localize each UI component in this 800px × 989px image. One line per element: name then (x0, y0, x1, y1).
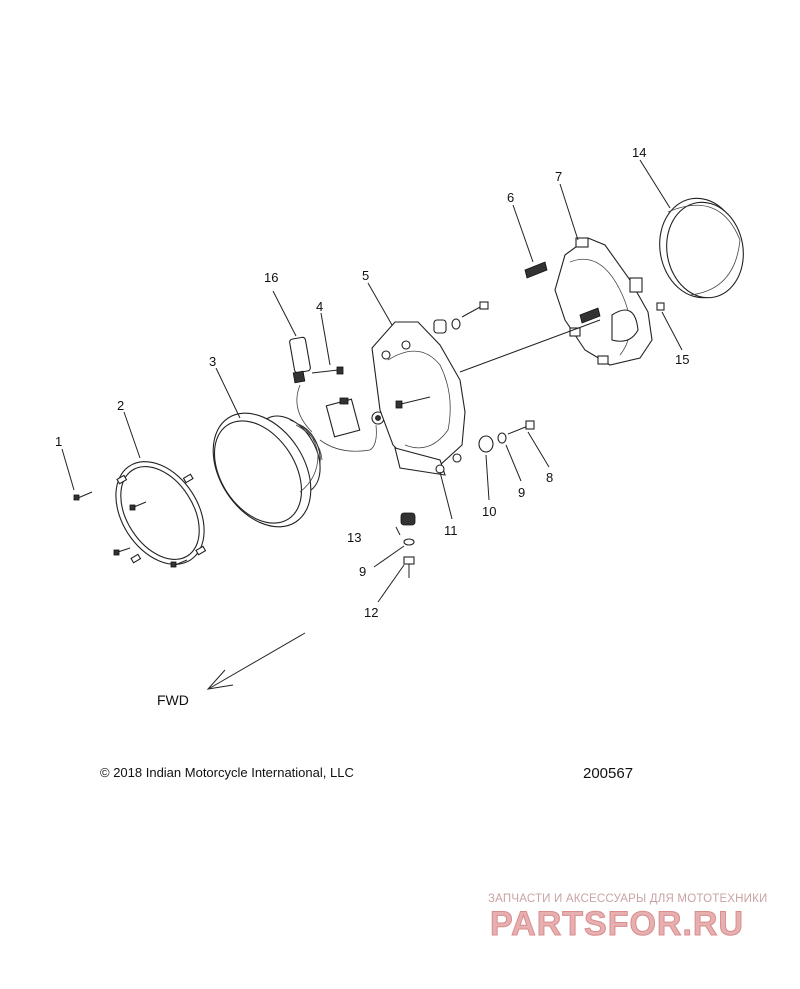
callout-16: 16 (264, 270, 278, 285)
wiring-connector (289, 336, 385, 452)
watermark-logo: PARTSFOR.RU (490, 905, 744, 944)
callout-7: 7 (555, 169, 562, 184)
watermark-tagline: ЗАПЧАСТИ И АКСЕССУАРЫ ДЛЯ МОТОТЕХНИКИ (488, 893, 768, 905)
callout-14: 14 (632, 145, 646, 160)
forward-direction-label: FWD (157, 692, 189, 708)
callout-12: 12 (364, 605, 378, 620)
adjuster-springs (524, 261, 601, 324)
trim-screws (73, 491, 188, 568)
callout-8: 8 (546, 470, 553, 485)
copyright-notice: © 2018 Indian Motorcycle International, … (100, 765, 354, 780)
trim-ring (115, 461, 207, 565)
housing-fastener (656, 302, 665, 311)
bracket-fasteners-side (478, 420, 535, 453)
bracket-fasteners-top (433, 301, 489, 334)
callout-numbers: 1 2 3 4 5 6 7 8 9 10 11 13 9 12 14 15 16 (55, 145, 689, 620)
drawing-number: 200567 (583, 765, 634, 782)
mounting-bracket (371, 321, 466, 476)
callout-6: 6 (507, 190, 514, 205)
callout-3: 3 (209, 354, 216, 369)
callout-9: 9 (518, 485, 525, 500)
forward-arrow-icon (206, 632, 306, 690)
callout-leaders (61, 159, 683, 603)
assembly-line (459, 319, 601, 373)
callout-11: 11 (444, 523, 458, 538)
callout-10: 10 (482, 504, 496, 519)
callout-13: 13 (347, 530, 361, 545)
callout-15: 15 (675, 352, 689, 367)
callout-5: 5 (362, 268, 369, 283)
lower-fasteners (400, 512, 416, 578)
callout-4: 4 (316, 299, 323, 314)
callout-2: 2 (117, 398, 124, 413)
screw-part-4 (311, 366, 344, 375)
headlamp-unit (212, 412, 323, 528)
svg-text:PARTSFOR.RU: PARTSFOR.RU (490, 905, 744, 943)
callout-9-lower: 9 (359, 564, 366, 579)
rubber-boot (659, 197, 744, 299)
callout-1: 1 (55, 434, 62, 449)
headlamp-housing (554, 237, 653, 366)
